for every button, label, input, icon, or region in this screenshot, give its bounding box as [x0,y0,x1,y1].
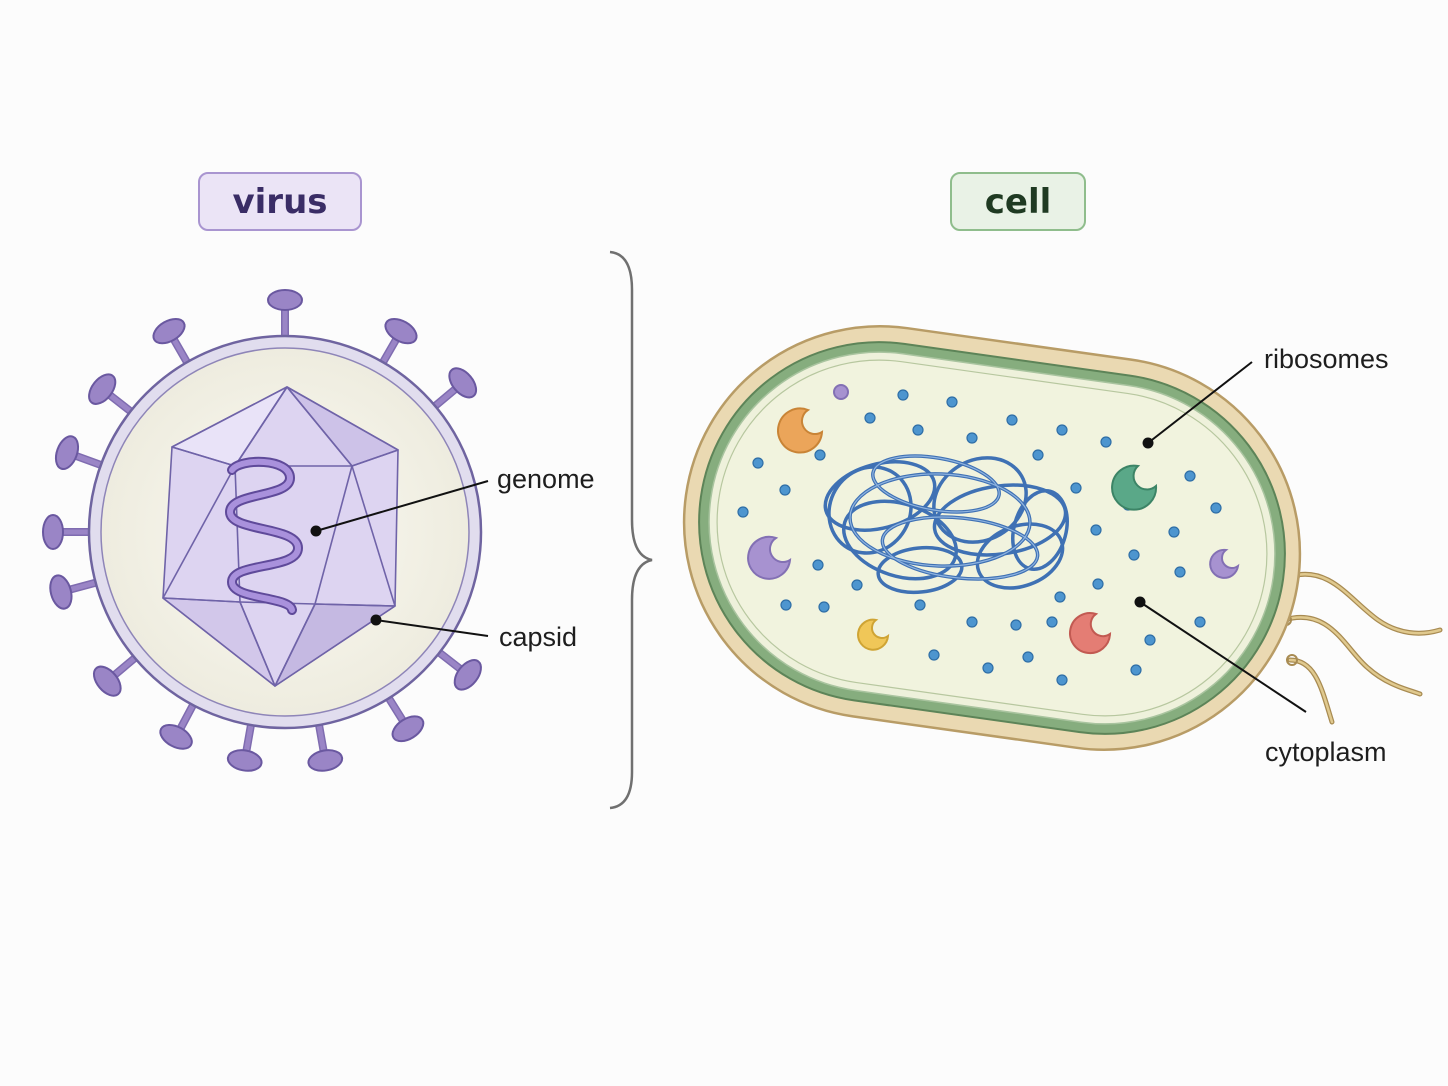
ribosome-dot [1194,616,1206,628]
virus-spike [267,289,303,346]
cytoplasm-leader [1139,601,1307,713]
ribosome-dot [1054,591,1066,603]
virus-spike [54,435,111,472]
ribosome-dot [1056,424,1068,436]
ribosomes-leader-dot [1142,437,1154,449]
ribosomes-label: ribosomes [1264,344,1389,374]
ribosome-dot [1006,414,1018,426]
ribosome-dot [982,662,994,674]
ribosome-dot [1168,526,1180,538]
ribosome-dot [737,506,749,518]
genome-highlight [226,458,302,613]
comparison-brace [609,250,653,810]
virus-spike [376,317,418,372]
genome-label: genome [497,464,595,494]
inclusion-green [1111,464,1158,511]
flagellum-base [1286,654,1298,666]
ribosome-dot [928,649,940,661]
virus-title-badge: virus [198,172,362,231]
ribosome-dot [897,389,909,401]
virus-spike [42,514,99,550]
virus-spike [159,695,200,750]
ribosome-dot [780,599,792,611]
ribosome-dot [812,559,824,571]
ribosome-dot [966,616,978,628]
ribosome-dot [966,432,978,444]
cell: ribosomes cytoplasm [682,325,1443,767]
capsid-leader [375,619,489,637]
ribosome-dot [1022,651,1034,663]
ribosome-dot [1090,524,1102,536]
cytoplasm-label: cytoplasm [1265,737,1387,767]
virus-spike [49,574,106,610]
ribosome-dot [1032,449,1044,461]
ribosome-dot [851,579,863,591]
ribosome-dot [864,412,876,424]
inclusion-purple [747,535,792,580]
cell-title-badge: cell [950,172,1086,231]
capsid-label: capsid [499,622,577,652]
ribosome-dot [912,424,924,436]
virus-spike [88,373,140,420]
inclusion-dot [833,384,849,400]
ribosome-dot [1130,664,1142,676]
ribosome-dot [1128,549,1140,561]
ribosome-dot [1174,566,1186,578]
genome-leader-dot [310,525,322,537]
genome-leader [315,480,489,532]
ribosome-dot [752,457,764,469]
ribosome-dot [814,449,826,461]
flagella [1281,571,1443,725]
capsid-leader-dot [370,614,382,626]
ribosome-dot [1184,470,1196,482]
inclusion-purple-small [1209,548,1240,579]
cytoplasm-leader-dot [1134,596,1146,608]
inclusion-yellow [857,618,890,651]
inclusion-orange [777,407,824,454]
virus: genome capsid [42,289,595,772]
flagella-highlight [1282,573,1442,724]
ribosome-dot [779,484,791,496]
ribosome-dot [1070,482,1082,494]
ribosome-dot [818,601,830,613]
virus-spike [430,644,482,691]
ribosome-dot [1092,578,1104,590]
ribosome-dot [1144,634,1156,646]
virus-spike [426,367,478,414]
nucleoid-highlight [849,455,1039,580]
ribosome-dot [1056,674,1068,686]
virus-spike [92,650,144,697]
inclusion-bodies [747,384,1240,655]
ribosome-dot [1046,616,1058,628]
ribosomes [737,389,1222,686]
inclusion-red [1069,612,1112,655]
ribosome-dot [1210,502,1222,514]
virus-spike [381,689,425,743]
virus-spike [152,317,194,372]
ribosome-dot [946,396,958,408]
ribosome-dot [1010,619,1022,631]
ribosomes-leader [1147,361,1253,444]
ribosome-dot [914,599,926,611]
ribosome-dot [1100,436,1112,448]
